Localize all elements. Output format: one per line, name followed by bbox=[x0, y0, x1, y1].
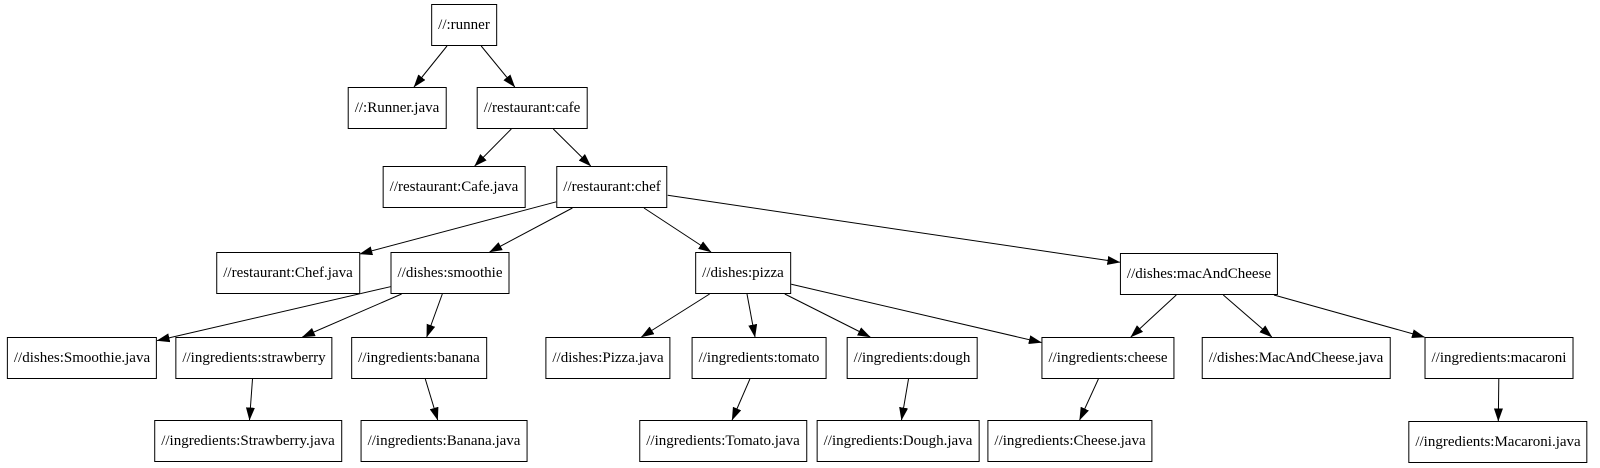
graph-node-runner-java: //:Runner.java bbox=[347, 87, 447, 129]
graph-node-cafe: //restaurant:cafe bbox=[476, 87, 588, 129]
graph-edge-pizza--cheese bbox=[790, 283, 1042, 345]
graph-node-banana: //ingredients:banana bbox=[351, 337, 487, 379]
graph-edge-chef--smoothie bbox=[489, 207, 573, 253]
graph-node-cheese: //ingredients:cheese bbox=[1041, 337, 1175, 379]
graph-node-banana-java: //ingredients:Banana.java bbox=[360, 420, 528, 462]
graph-edge-smoothie--smoothie-java bbox=[156, 286, 391, 343]
graph-node-cafe-java: //restaurant:Cafe.java bbox=[382, 166, 526, 208]
graph-edge-chef--chef-java bbox=[359, 201, 557, 256]
graph-edge-cafe--chef bbox=[552, 128, 592, 167]
graph-edge-pizza--pizza-java bbox=[640, 293, 710, 338]
graph-edge-mac-and-cheese--cheese bbox=[1130, 294, 1177, 338]
graph-edge-chef--pizza bbox=[643, 207, 712, 253]
graph-node-dough: //ingredients:dough bbox=[846, 337, 978, 379]
graph-edge-smoothie--strawberry bbox=[301, 293, 402, 338]
graph-edge-runner--cafe bbox=[480, 45, 516, 88]
graph-edge-banana--banana-java bbox=[424, 378, 439, 421]
graph-node-macaroni-java: //ingredients:Macaroni.java bbox=[1408, 421, 1588, 463]
graph-node-mac-and-cheese-java: //dishes:MacAndCheese.java bbox=[1201, 337, 1391, 379]
graph-edge-mac-and-cheese--mac-and-cheese-java bbox=[1222, 294, 1273, 338]
graph-node-mac-and-cheese: //dishes:macAndCheese bbox=[1119, 253, 1279, 295]
graph-node-dough-java: //ingredients:Dough.java bbox=[816, 420, 980, 462]
graph-node-tomato: //ingredients:tomato bbox=[691, 337, 827, 379]
graph-edge-cheese--cheese-java bbox=[1079, 378, 1099, 421]
graph-edge-strawberry--strawberry-java bbox=[245, 378, 255, 421]
graph-node-pizza: //dishes:pizza bbox=[695, 252, 791, 294]
graph-node-strawberry-java: //ingredients:Strawberry.java bbox=[154, 420, 342, 462]
graph-node-cheese-java: //ingredients:Cheese.java bbox=[987, 420, 1153, 462]
graph-edge-dough--dough-java bbox=[899, 378, 909, 421]
graph-edge-tomato--tomato-java bbox=[731, 378, 751, 421]
graph-edge-smoothie--banana bbox=[426, 293, 443, 338]
graph-edge-mac-and-cheese--macaroni bbox=[1273, 294, 1425, 339]
graph-edge-chef--mac-and-cheese bbox=[667, 194, 1121, 265]
graph-node-smoothie-java: //dishes:Smoothie.java bbox=[6, 337, 158, 379]
graph-node-chef: //restaurant:chef bbox=[556, 166, 668, 208]
graph-edge-runner--runner-java bbox=[413, 45, 448, 88]
graph-node-macaroni: //ingredients:macaroni bbox=[1424, 337, 1574, 379]
graph-node-chef-java: //restaurant:Chef.java bbox=[216, 252, 360, 294]
graph-node-pizza-java: //dishes:Pizza.java bbox=[545, 337, 671, 379]
graph-node-strawberry: //ingredients:strawberry bbox=[175, 337, 333, 379]
graph-edge-cafe--cafe-java bbox=[474, 128, 512, 167]
graph-edge-pizza--tomato bbox=[746, 293, 758, 338]
graph-node-runner: //:runner bbox=[431, 4, 497, 46]
graph-node-tomato-java: //ingredients:Tomato.java bbox=[639, 420, 807, 462]
graph-edge-macaroni--macaroni-java bbox=[1493, 378, 1503, 422]
graph-edge-pizza--dough bbox=[784, 293, 871, 338]
graph-node-smoothie: //dishes:smoothie bbox=[390, 252, 510, 294]
